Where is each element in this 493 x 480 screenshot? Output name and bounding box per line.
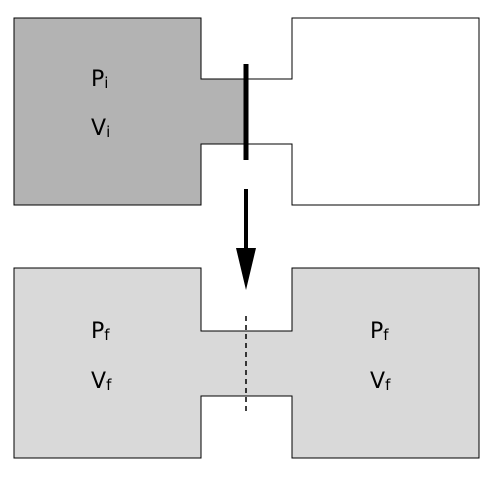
process-arrow	[236, 189, 256, 290]
final-right-volume-label: Vf	[370, 369, 391, 394]
initial-vacuum-chamber	[246, 17, 480, 206]
final-right-pressure-label: Pf	[370, 319, 389, 344]
final-state: Pf Vf Pf Vf	[13, 267, 480, 459]
initial-pressure-label: Pi	[91, 67, 108, 92]
initial-state: Pi Vi	[13, 17, 480, 206]
final-left-volume-label: Vf	[91, 369, 112, 394]
initial-volume-label: Vi	[91, 116, 110, 141]
final-left-pressure-label: Pf	[91, 319, 110, 344]
initial-gas-chamber	[13, 17, 247, 206]
